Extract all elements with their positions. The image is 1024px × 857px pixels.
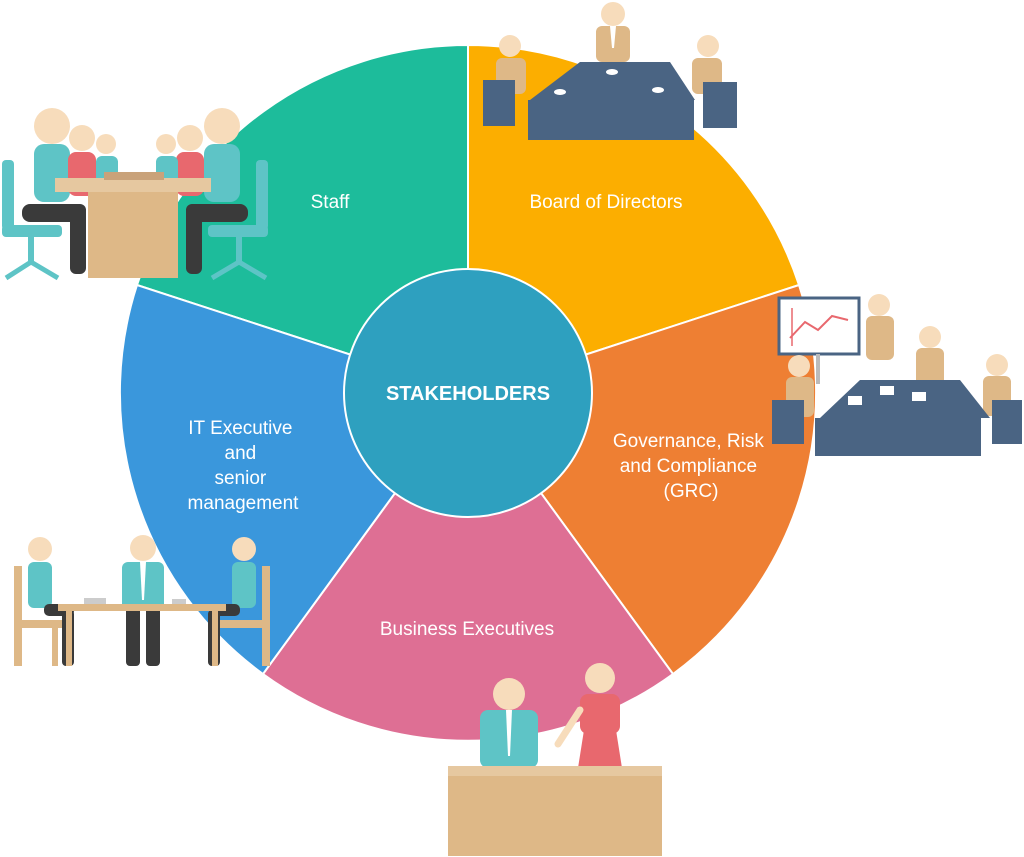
segment-label-board: Board of Directors bbox=[529, 192, 682, 213]
reception-desk-icon bbox=[448, 663, 662, 856]
segment-label-business: Business Executives bbox=[380, 619, 554, 640]
boardroom-icon bbox=[483, 2, 737, 140]
segment-label-staff: Staff bbox=[311, 192, 350, 213]
team-meeting-icon bbox=[2, 108, 268, 281]
office-table-icon bbox=[14, 535, 270, 666]
segment-label-it: IT Executive and senior management bbox=[188, 418, 300, 514]
segment-business bbox=[261, 391, 675, 742]
center-label: STAKEHOLDERS bbox=[386, 383, 550, 405]
wheel bbox=[118, 43, 818, 742]
center-circle bbox=[343, 268, 593, 518]
segment-label-grc: Governance, Risk and Compliance (GRC) bbox=[613, 431, 769, 502]
presentation-meeting-icon bbox=[772, 294, 1022, 456]
